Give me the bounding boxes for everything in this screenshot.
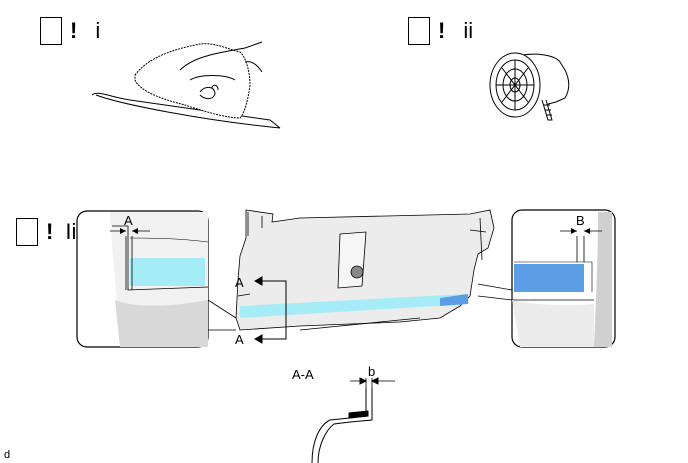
detail-callout-right [477,209,616,348]
detail-callout-left [76,210,237,348]
section-indicator [253,276,287,344]
part-body-illustration [235,209,495,331]
section-label-a-bottom: A [235,332,244,347]
step-1-label: i [95,18,101,43]
section-label-a-top: A [235,275,244,290]
section-view-illustration [311,377,395,463]
step-3-checkbox [16,218,38,246]
step-1-marker: ! i [40,17,100,45]
step-2-checkbox [408,17,430,45]
step-1-checkbox [40,17,62,45]
step-2-caution-mark: ! [438,18,446,43]
step-3-caution-mark: ! [46,219,54,244]
cleaning-cloth-illustration [91,41,281,129]
section-dimension-b: b [368,364,376,379]
section-view-title: A-A [292,367,314,382]
dimension-label-a: A [124,213,133,228]
step-2-marker: ! ii [408,17,473,45]
heat-gun-illustration [489,52,570,121]
corner-reference-mark: d [4,449,11,461]
step-2-label: ii [463,18,474,43]
step-1-caution-mark: ! [70,18,78,43]
dimension-label-b: B [576,213,585,228]
